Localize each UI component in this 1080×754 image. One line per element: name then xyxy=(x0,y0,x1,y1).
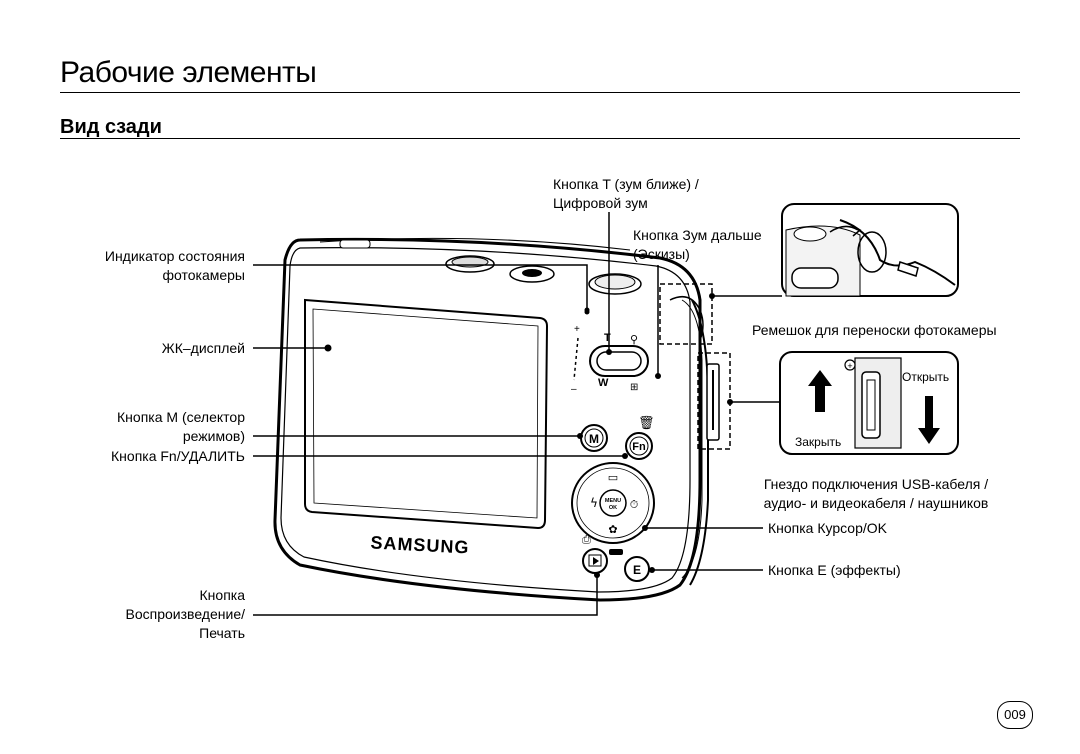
page-title: Рабочие элементы xyxy=(60,56,317,89)
strap-lug-highlight xyxy=(659,283,713,345)
e-button-callout: Кнопка E (эффекты) xyxy=(768,562,901,578)
trash-icon: 🗑 xyxy=(638,415,655,431)
strap-callout: Ремешок для переноски фотокамеры xyxy=(752,322,997,338)
usb-callout: Гнездо подключения USB-кабеля / аудио- и… xyxy=(752,475,1000,513)
m-button-callout-line2: режимов) xyxy=(182,428,245,444)
zoom-t-callout: Кнопка T (зум ближе) / Цифровой зум xyxy=(553,175,699,213)
zoom-t-callout-line2: Цифровой зум xyxy=(553,195,648,211)
zoom-rocker[interactable]: T ⚲ W ⊞ xyxy=(589,332,649,393)
zoom-w-callout: Кнопка Зум дальше (Эскизы) xyxy=(633,226,762,264)
usb-callout-line2: аудио- и видеокабеля / наушников xyxy=(763,495,989,511)
zoom-w-callout-line2: (Эскизы) xyxy=(633,246,690,262)
zoom-w-callout-line1: Кнопка Зум дальше xyxy=(633,227,762,243)
status-indicator-label-line1: Индикатор состояния xyxy=(104,248,245,264)
timer-icon: ⏱ xyxy=(630,498,639,511)
menu-label: MENU xyxy=(605,498,621,504)
magnify-icon: ⚲ xyxy=(630,334,638,346)
fn-button[interactable]: Fn xyxy=(625,432,653,460)
playback-callout-line1: Кнопка xyxy=(199,587,245,603)
display-icon: ▭ xyxy=(608,471,618,484)
title-divider xyxy=(60,92,1020,93)
status-indicator-label-line2: фотокамеры xyxy=(162,267,245,283)
status-indicator-label: Индикатор состояния фотокамеры xyxy=(60,247,245,285)
page-number: 009 xyxy=(997,701,1033,729)
strap-inset xyxy=(781,203,959,297)
usb-callout-line1: Гнездо подключения USB-кабеля / xyxy=(763,476,989,492)
section-title: Вид сзади xyxy=(60,116,162,138)
fn-button-callout: Кнопка Fn/УДАЛИТЬ xyxy=(111,448,245,464)
open-arrow-icon xyxy=(808,370,832,412)
playback-callout-line2: Воспроизведение/ xyxy=(125,606,245,622)
print-icon: ⎙ xyxy=(582,533,591,546)
m-button-callout: Кнопка M (селектор режимов) xyxy=(60,408,245,446)
lcd-screen xyxy=(304,298,549,530)
e-button-label: E xyxy=(633,563,641,577)
flash-icon: ϟ xyxy=(590,496,598,510)
close-label: Закрыть xyxy=(795,435,842,449)
fn-button-label: Fn xyxy=(632,441,646,453)
section-divider xyxy=(60,138,1020,139)
lcd-label: ЖК–дисплей xyxy=(161,340,245,356)
playback-callout: Кнопка Воспроизведение/ Печать xyxy=(60,586,245,643)
thumbnail-icon: ⊞ xyxy=(630,382,638,393)
menu-ok-button[interactable] xyxy=(599,489,627,517)
leader-lines xyxy=(253,212,782,616)
zoom-scale: + – xyxy=(571,324,580,395)
zoom-t-callout-line1: Кнопка T (зум ближе) / xyxy=(553,176,699,192)
open-label: Открыть xyxy=(902,370,950,384)
playback-callout-line3: Печать xyxy=(199,625,245,641)
playback-button[interactable] xyxy=(582,548,608,574)
m-button-label: M xyxy=(589,432,599,446)
face-icon xyxy=(609,549,623,555)
zoom-w-label: W xyxy=(598,377,609,389)
svg-text:–: – xyxy=(571,384,577,395)
close-arrow-icon xyxy=(918,396,940,444)
cursor-ok-pad[interactable]: ▭ ϟ ⏱ ✿ MENU OK xyxy=(571,462,655,544)
e-button[interactable]: E xyxy=(624,556,650,582)
m-button[interactable]: M xyxy=(580,424,608,452)
zoom-t-label: T xyxy=(604,332,611,344)
macro-icon: ✿ xyxy=(608,523,617,536)
ok-label: OK xyxy=(609,505,617,511)
svg-text:+: + xyxy=(847,361,852,371)
m-button-callout-line1: Кнопка M (селектор xyxy=(117,409,245,425)
cursor-ok-callout: Кнопка Курсор/OK xyxy=(768,520,887,536)
usb-inset: + xyxy=(779,351,959,455)
svg-text:+: + xyxy=(574,324,580,335)
